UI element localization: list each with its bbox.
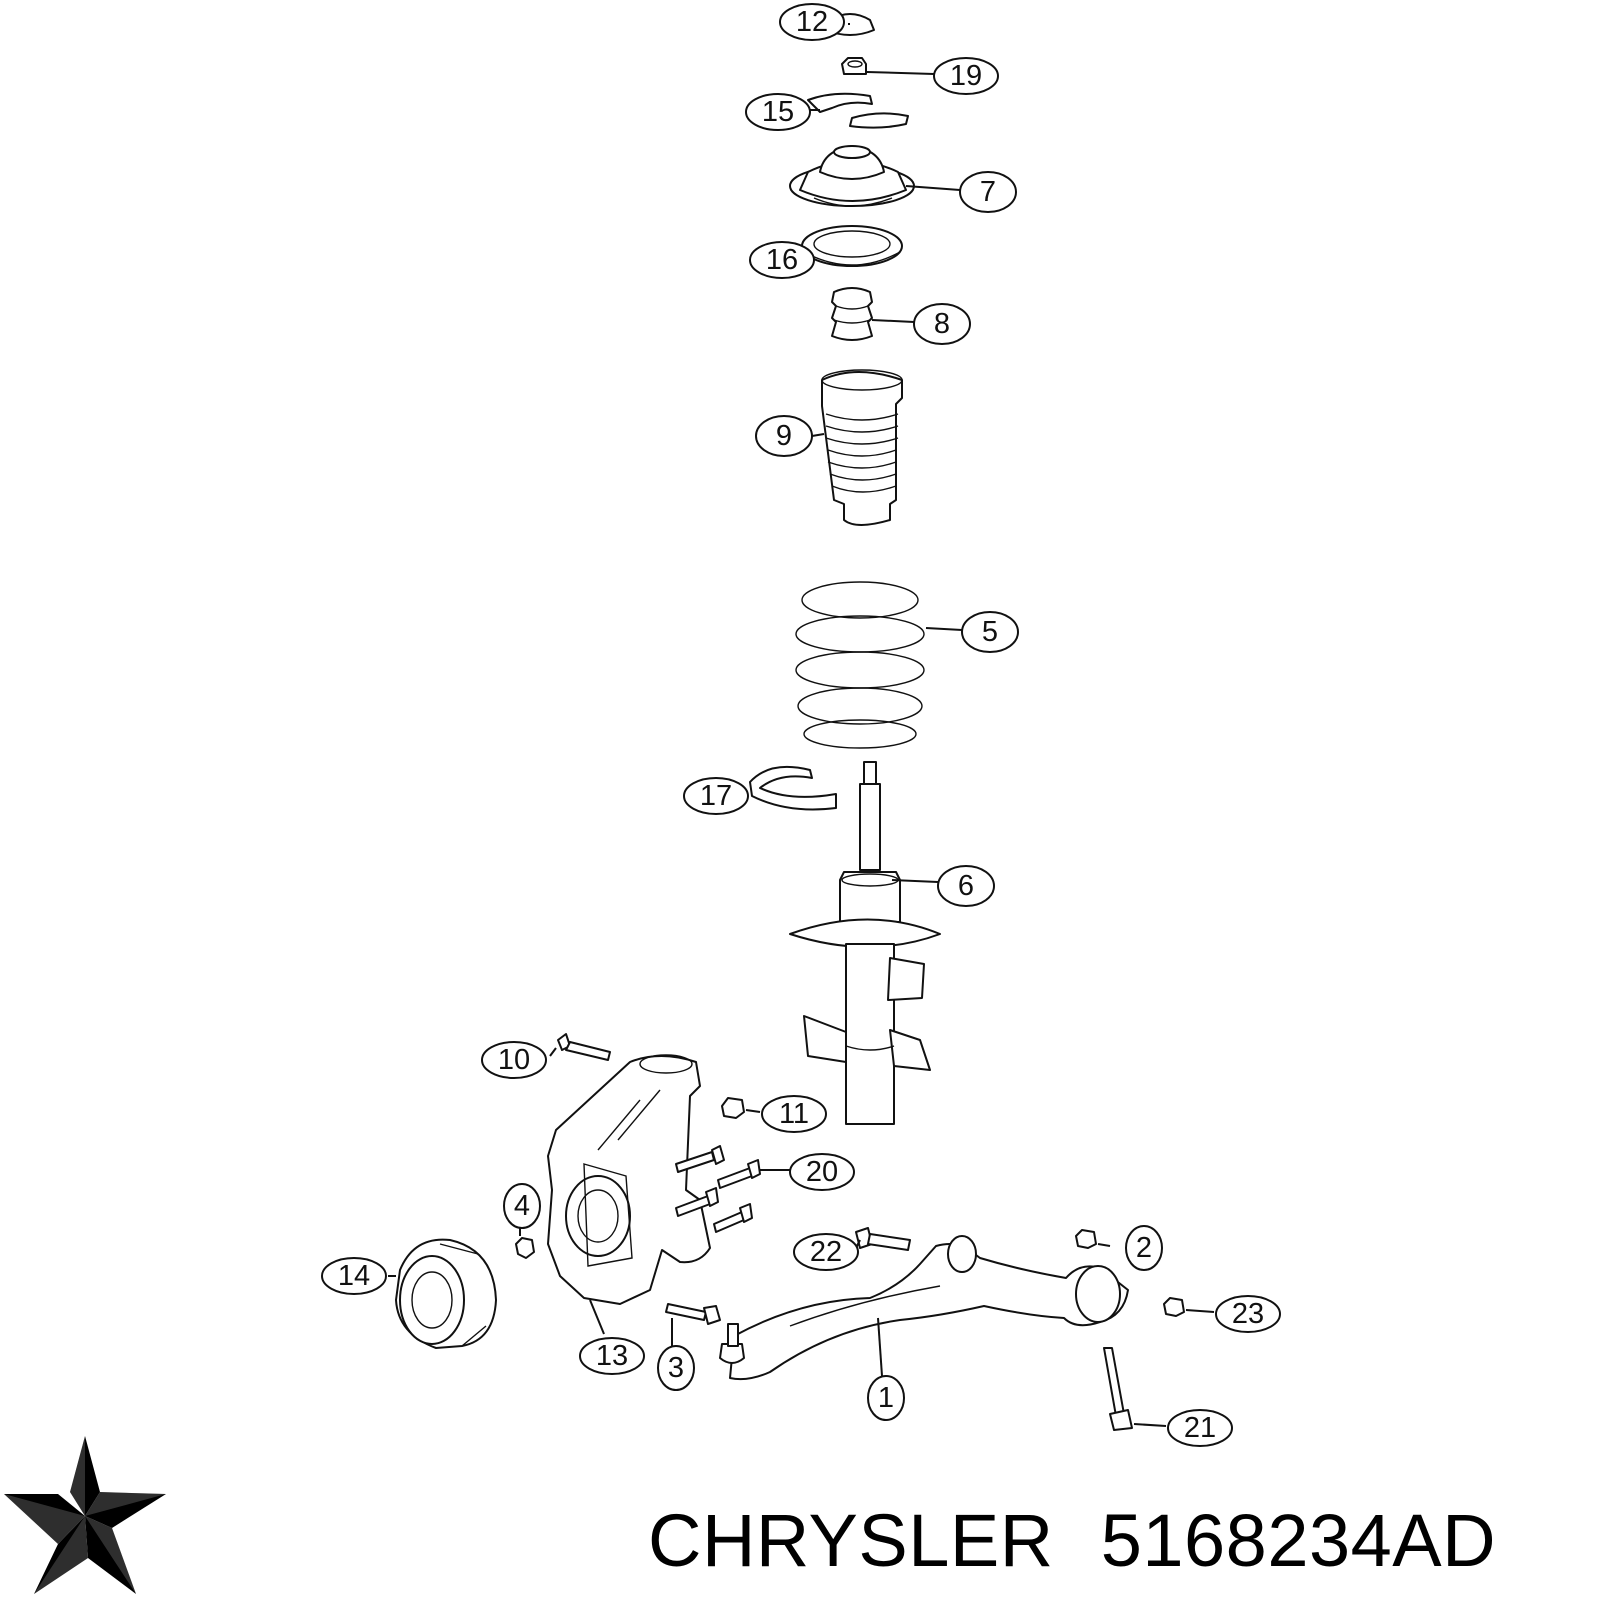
part-knuckle-bolt	[557, 1033, 611, 1061]
part-small-nut	[515, 1237, 535, 1259]
callout-7-label: 7	[980, 176, 996, 208]
callout-16-label: 16	[766, 244, 798, 276]
callout-19-label: 19	[950, 60, 982, 92]
callout-4-label: 4	[514, 1190, 530, 1222]
callout-1-label: 1	[878, 1382, 894, 1414]
callout-14: 14	[321, 1257, 387, 1295]
callout-3-label: 3	[668, 1352, 684, 1384]
part-ball-joint-bolt	[665, 1303, 721, 1325]
callout-15-label: 15	[762, 96, 794, 128]
callout-12-label: 12	[796, 6, 828, 38]
part-hub-bolts	[675, 1145, 761, 1233]
brand-caption: CHRYSLER 5168234AD	[648, 1498, 1598, 1588]
part-strut-assembly	[789, 761, 941, 1125]
callout-8-label: 8	[934, 308, 950, 340]
callout-20: 20	[789, 1153, 855, 1191]
part-arm-rear-bolt	[1103, 1347, 1133, 1431]
callout-23-label: 23	[1232, 1298, 1264, 1330]
callout-21-label: 21	[1184, 1412, 1216, 1444]
brand-name: CHRYSLER	[648, 1499, 1054, 1582]
callout-10-label: 10	[498, 1044, 530, 1076]
callout-2: 2	[1125, 1225, 1163, 1271]
callout-19: 19	[933, 57, 999, 95]
part-hub-bearing	[395, 1238, 497, 1349]
part-lower-control-arm	[719, 1235, 1129, 1381]
part-strut-mount	[789, 145, 915, 207]
part-bearing	[801, 225, 903, 267]
callout-21: 21	[1167, 1409, 1233, 1447]
callout-10: 10	[481, 1041, 547, 1079]
part-number: 5168234AD	[1100, 1499, 1497, 1582]
callout-7: 7	[959, 171, 1017, 213]
callout-11-label: 11	[779, 1098, 809, 1130]
callout-9-label: 9	[776, 420, 792, 452]
part-knuckle-nut	[721, 1097, 745, 1119]
part-dust-boot	[821, 369, 903, 526]
callout-13: 13	[579, 1337, 645, 1375]
callout-3: 3	[657, 1345, 695, 1391]
callout-5-label: 5	[982, 616, 998, 648]
part-coil-spring	[795, 581, 925, 749]
callout-15: 15	[745, 93, 811, 131]
callout-2-label: 2	[1136, 1232, 1152, 1264]
callout-1: 1	[867, 1375, 905, 1421]
part-top-nut	[841, 57, 867, 75]
callout-9: 9	[755, 415, 813, 457]
callout-14-label: 14	[338, 1260, 370, 1292]
callout-4: 4	[503, 1183, 541, 1229]
callout-13-label: 13	[596, 1340, 628, 1372]
callout-22: 22	[793, 1233, 859, 1271]
callout-16: 16	[749, 241, 815, 279]
callout-5: 5	[961, 611, 1019, 653]
callout-8: 8	[913, 303, 971, 345]
pentastar-logo-icon	[4, 1436, 166, 1594]
callout-20-label: 20	[806, 1156, 838, 1188]
part-steering-knuckle	[547, 1054, 711, 1305]
callout-12: 12	[779, 3, 845, 41]
callout-17-label: 17	[700, 780, 732, 812]
part-bushing-nut	[1163, 1297, 1185, 1317]
part-spring-isolator	[749, 765, 837, 811]
callout-23: 23	[1215, 1295, 1281, 1333]
callout-11: 11	[761, 1095, 827, 1133]
callout-22-label: 22	[810, 1236, 842, 1268]
callout-17: 17	[683, 777, 749, 815]
callout-6-label: 6	[958, 870, 974, 902]
part-arm-front-bolt	[855, 1227, 911, 1251]
part-arm-nut	[1075, 1229, 1097, 1249]
part-jounce-bumper	[831, 287, 873, 341]
part-isolator-halves	[807, 92, 909, 129]
callout-6: 6	[937, 865, 995, 907]
